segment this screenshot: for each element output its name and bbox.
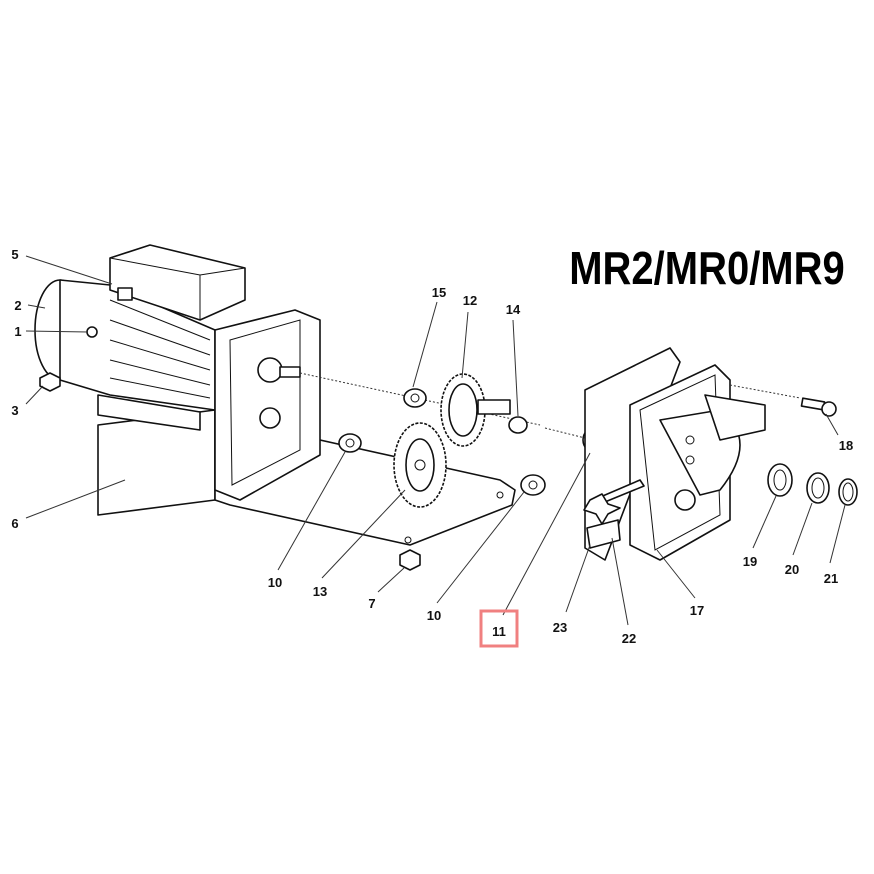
- callout-20: 20: [785, 562, 799, 577]
- callout-13: 13: [313, 584, 327, 599]
- motor-flange: [214, 309, 321, 501]
- model-title: MR2/MR0/MR9: [569, 243, 845, 294]
- screw-part-18: [800, 397, 837, 417]
- callout-7: 7: [368, 596, 375, 611]
- callout-6: 6: [11, 516, 18, 531]
- terminal-box-part-5: [109, 244, 246, 321]
- ring-part-20: [806, 472, 830, 504]
- gear-part-13: [393, 422, 447, 508]
- bushing-part-10b: [520, 474, 546, 496]
- leader-lines: [25, 255, 846, 626]
- axis-line-2: [544, 427, 586, 439]
- callout-21: 21: [824, 571, 838, 586]
- screw-part-1: [86, 326, 98, 338]
- callout-2: 2: [14, 298, 21, 313]
- ring-part-19: [767, 463, 793, 497]
- highlight-box: [479, 609, 519, 648]
- bushing-part-10a: [338, 433, 362, 453]
- axis-line-3: [729, 384, 801, 399]
- callout-15: 15: [432, 285, 446, 300]
- callout-19: 19: [743, 554, 757, 569]
- callout-12: 12: [463, 293, 477, 308]
- nut-part-3: [39, 372, 61, 392]
- callout-10: 10: [268, 575, 282, 590]
- axis-line: [299, 372, 541, 426]
- cover-part-17: [629, 364, 766, 561]
- callout-3: 3: [11, 403, 18, 418]
- callout-5: 5: [11, 247, 18, 262]
- plate-part-22: [586, 519, 621, 549]
- gear-part-12: [440, 373, 511, 447]
- knob-part-23: [583, 493, 621, 525]
- washer-part-14: [508, 416, 528, 434]
- callout-1: 1: [14, 324, 21, 339]
- callout-14: 14: [506, 302, 521, 317]
- callout-22: 22: [622, 631, 636, 646]
- callout-18: 18: [839, 438, 853, 453]
- callout-23: 23: [553, 620, 567, 635]
- callout-10: 10: [427, 608, 441, 623]
- clip-part-21: [838, 478, 858, 506]
- callout-17: 17: [690, 603, 704, 618]
- nut-part-7: [399, 549, 421, 571]
- callout-11-highlighted[interactable]: 11: [492, 624, 506, 639]
- bushing-part-15: [403, 388, 427, 408]
